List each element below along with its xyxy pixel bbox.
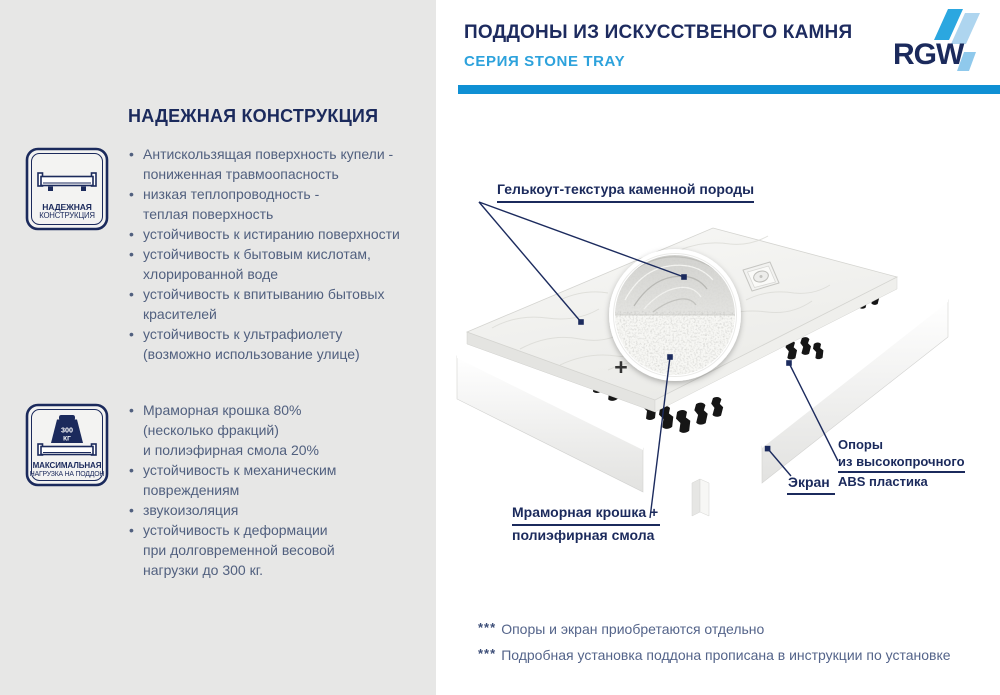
list-item: устойчивость к ультрафиолету (возможно и… [128, 324, 436, 364]
callout-dots [578, 274, 792, 452]
list-item: Мраморная крошка 80% (несколько фракций)… [128, 400, 436, 460]
plus-sign: + [614, 354, 627, 380]
features-list-2: Мраморная крошка 80% (несколько фракций)… [128, 400, 436, 580]
supports-label-line3: ABS пластика [838, 474, 928, 489]
footnote-stars: *** [478, 620, 497, 635]
supports-label-line2: из высокопрочного [838, 453, 965, 473]
weight-on-tray-icon: 300 КГ [25, 403, 109, 487]
features-list-1: Антискользящая поверхность купели - пони… [128, 144, 436, 364]
marble-resin-label: Мраморная крошка + полиэфирная смола [512, 503, 661, 545]
page-subtitle: СЕРИЯ STONE TRAY [464, 53, 626, 70]
tray-surface-texture [491, 235, 831, 371]
screen-panel-right [761, 296, 949, 484]
list-item: устойчивость к бытовым кислотам, хлориро… [128, 244, 436, 284]
supports-label: Опоры из высокопрочного ABS пластика [838, 436, 965, 490]
list-item: низкая теплопроводность - теплая поверхн… [128, 184, 436, 224]
footnote-2: *** Подробная установка поддона прописан… [478, 646, 951, 663]
list-item: Антискользящая поверхность купели - пони… [128, 144, 436, 184]
drain-cover [742, 261, 780, 292]
supports-label-line1: Опоры [838, 437, 883, 452]
page-title: ПОДДОНЫ ИЗ ИСКУССТВЕНОГО КАМНЯ [464, 22, 853, 43]
tray-exploded-diagram: + [456, 201, 949, 519]
footnote-text: Опоры и экран приобретаются отдельно [501, 621, 765, 637]
section-heading: НАДЕЖНАЯ КОНСТРУКЦИЯ [128, 106, 379, 126]
marble-resin-label-line1: Мраморная крошка + [512, 503, 661, 526]
screen-panel-left [456, 352, 644, 493]
marble-resin-label-line2: полиэфирная смола [512, 527, 655, 543]
icon-caption-line2: КОНСТРУКЦИЯ [39, 211, 95, 221]
icon-caption-line1: МАКСИМАЛЬНАЯ [32, 461, 102, 471]
rgw-logo-text: RGW [893, 38, 965, 71]
list-item: устойчивость к деформации при долговреме… [128, 520, 436, 580]
header-accent-bar [458, 85, 1000, 94]
texture-magnifier [609, 249, 741, 381]
list-item: устойчивость к впитыванию бытовых красит… [128, 284, 436, 324]
weight-value: 300 [61, 426, 73, 435]
tray-cross-section-icon [25, 147, 109, 231]
screen-label: Экран [787, 474, 835, 495]
gelcoat-label: Гелькоут-текстура каменной породы [497, 181, 755, 203]
max-load-icon: 300 КГ МАКСИМАЛЬНАЯ НАГРУЗКА НА ПОДДОН [25, 403, 109, 487]
list-item: устойчивость к истиранию поверхности [128, 224, 436, 244]
footnote-1: *** Опоры и экран приобретаются отдельно [478, 620, 765, 637]
screen-label-text: Экран [787, 474, 835, 495]
weight-unit: КГ [63, 436, 71, 443]
reliable-construction-icon: НАДЕЖНАЯ КОНСТРУКЦИЯ [25, 147, 109, 231]
icon-caption-line2: НАГРУЗКА НА ПОДДОН [29, 471, 105, 479]
list-item: устойчивость к механическим повреждениям [128, 460, 436, 500]
icon-caption-line1: НАДЕЖНАЯ [42, 201, 92, 212]
list-item: звукоизоляция [128, 500, 436, 520]
rgw-logo: RGW [893, 9, 980, 71]
icon-caption: НАДЕЖНАЯ КОНСТРУКЦИЯ [25, 201, 109, 221]
footnote-text: Подробная установка поддона прописана в … [501, 647, 951, 663]
callout-lines [478, 201, 839, 519]
screen-corner-piece [691, 478, 710, 517]
footnote-stars: *** [478, 646, 497, 661]
icon-caption: МАКСИМАЛЬНАЯ НАГРУЗКА НА ПОДДОН [25, 461, 109, 479]
